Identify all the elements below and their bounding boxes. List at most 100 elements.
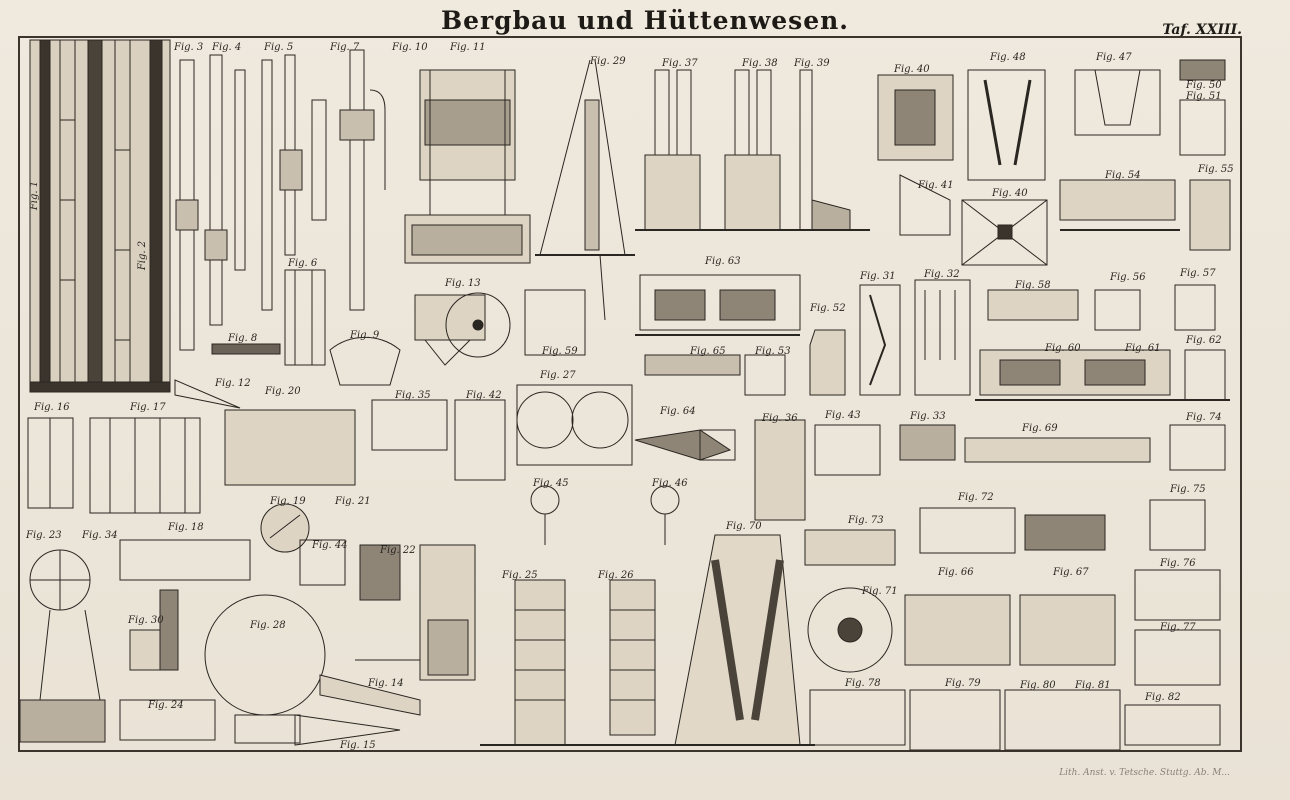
fig-8-label: Fig. 8 bbox=[228, 333, 258, 344]
large-blast-furnace bbox=[665, 534, 815, 746]
fig-61-label: Fig. 61 bbox=[1125, 343, 1161, 354]
fig-17-label: Fig. 17 bbox=[130, 402, 166, 413]
fig-72-label: Fig. 72 bbox=[958, 492, 994, 503]
fig-44-label: Fig. 44 bbox=[312, 540, 348, 551]
fig-14-label: Fig. 14 bbox=[368, 678, 404, 689]
fig-75-label: Fig. 75 bbox=[1170, 484, 1206, 495]
fig-32-label: Fig. 32 bbox=[924, 269, 960, 280]
washing-machine-illustration bbox=[404, 69, 531, 264]
fig-36-label: Fig. 36 bbox=[762, 413, 798, 424]
fig-27-label: Fig. 27 bbox=[540, 370, 576, 381]
fig-1-label: Fig. 1 bbox=[29, 180, 41, 211]
fig-18-label: Fig. 18 bbox=[168, 522, 204, 533]
fig-82-label: Fig. 82 bbox=[1145, 692, 1181, 703]
fig-29-label: Fig. 29 bbox=[590, 56, 626, 67]
fig-59-label: Fig. 59 bbox=[542, 346, 578, 357]
fig-31-label: Fig. 31 bbox=[860, 271, 896, 282]
fig-25-label: Fig. 25 bbox=[502, 570, 538, 581]
sluice-troughs bbox=[294, 674, 421, 746]
fig-77-label: Fig. 77 bbox=[1160, 622, 1196, 633]
fig-12-label: Fig. 12 bbox=[215, 378, 251, 389]
fig-6-label: Fig. 6 bbox=[288, 258, 318, 269]
fig-50-label: Fig. 50 bbox=[1186, 80, 1222, 91]
fig-11-label: Fig. 11 bbox=[450, 42, 486, 53]
lithographer-imprint: Lith. Anst. v. Tetsche. Stuttg. Ab. M... bbox=[1059, 768, 1230, 778]
fig-51-label: Fig. 51 bbox=[1186, 91, 1222, 102]
furnace-sections bbox=[877, 59, 1226, 266]
fig-4-label: Fig. 4 bbox=[212, 42, 242, 53]
fig-40b-label: Fig. 40 bbox=[992, 188, 1028, 199]
fig-60-label: Fig. 60 bbox=[1045, 343, 1081, 354]
fig-41-label: Fig. 41 bbox=[918, 180, 954, 191]
fig-21-label: Fig. 21 bbox=[335, 496, 371, 507]
fig-46-label: Fig. 46 bbox=[652, 478, 688, 489]
plate-border bbox=[18, 36, 1242, 752]
fig-52-label: Fig. 52 bbox=[810, 303, 846, 314]
fig-80-label: Fig. 80 bbox=[1020, 680, 1056, 691]
fig-9-label: Fig. 9 bbox=[350, 330, 380, 341]
ore-towers bbox=[480, 579, 665, 746]
rolling-mill bbox=[635, 274, 801, 396]
fig-65-label: Fig. 65 bbox=[690, 346, 726, 357]
fig-48-label: Fig. 48 bbox=[990, 52, 1026, 63]
fig-35-label: Fig. 35 bbox=[395, 390, 431, 401]
fig-2-label: Fig. 2 bbox=[137, 240, 149, 271]
blast-furnaces bbox=[635, 69, 870, 231]
furnace-banks bbox=[809, 569, 1221, 751]
fig-45-label: Fig. 45 bbox=[533, 478, 569, 489]
fig-81-label: Fig. 81 bbox=[1075, 680, 1111, 691]
stamp-mill-wheel bbox=[414, 289, 633, 466]
fig-70-label: Fig. 70 bbox=[726, 521, 762, 532]
fig-56-label: Fig. 56 bbox=[1110, 272, 1146, 283]
plate-number: Taf. XXIII. bbox=[1162, 22, 1242, 38]
machine-row-right bbox=[975, 284, 1230, 401]
fig-5-label: Fig. 5 bbox=[264, 42, 294, 53]
fig-63-label: Fig. 63 bbox=[705, 256, 741, 267]
plate-title: Bergbau und Hüttenwesen. bbox=[440, 6, 850, 35]
fig-57-label: Fig. 57 bbox=[1180, 268, 1216, 279]
roasting-and-engines bbox=[899, 174, 1231, 251]
fig-22-label: Fig. 22 bbox=[380, 545, 416, 556]
fig-78-label: Fig. 78 bbox=[845, 678, 881, 689]
wheel-and-boiler bbox=[19, 549, 326, 744]
fig-47-label: Fig. 47 bbox=[1096, 52, 1132, 63]
kilns bbox=[809, 279, 971, 396]
fig-73-label: Fig. 73 bbox=[848, 515, 884, 526]
middle-machinery bbox=[634, 419, 1226, 521]
fig-76-label: Fig. 76 bbox=[1160, 558, 1196, 569]
fig-71-label: Fig. 71 bbox=[862, 586, 898, 597]
fig-7-label: Fig. 7 bbox=[330, 42, 360, 53]
fig-15-label: Fig. 15 bbox=[340, 740, 376, 751]
jig-machines bbox=[27, 399, 506, 514]
fig-40-label: Fig. 40 bbox=[894, 64, 930, 75]
fig-10-label: Fig. 10 bbox=[392, 42, 428, 53]
fig-38-label: Fig. 38 bbox=[742, 58, 778, 69]
pump-assemblies bbox=[174, 49, 401, 409]
mine-shaft-illustration bbox=[29, 39, 171, 393]
fig-37-label: Fig. 37 bbox=[662, 58, 698, 69]
fig-79-label: Fig. 79 bbox=[945, 678, 981, 689]
fig-24-label: Fig. 24 bbox=[148, 700, 184, 711]
fig-42-label: Fig. 42 bbox=[466, 390, 502, 401]
fig-19-label: Fig. 19 bbox=[270, 496, 306, 507]
fig-69-label: Fig. 69 bbox=[1022, 423, 1058, 434]
fig-33-label: Fig. 33 bbox=[910, 411, 946, 422]
fig-64-label: Fig. 64 bbox=[660, 406, 696, 417]
fig-16-label: Fig. 16 bbox=[34, 402, 70, 413]
fig-67-label: Fig. 67 bbox=[1053, 567, 1089, 578]
derrick-illustration bbox=[535, 59, 635, 321]
lower-left-middle bbox=[119, 503, 476, 681]
fig-23-label: Fig. 23 bbox=[26, 530, 62, 541]
ventilators bbox=[530, 485, 680, 545]
fig-54-label: Fig. 54 bbox=[1105, 170, 1141, 181]
fig-13-label: Fig. 13 bbox=[445, 278, 481, 289]
fig-74-label: Fig. 74 bbox=[1186, 412, 1222, 423]
fig-58-label: Fig. 58 bbox=[1015, 280, 1051, 291]
fig-34-label: Fig. 34 bbox=[82, 530, 118, 541]
fig-20-label: Fig. 20 bbox=[265, 386, 301, 397]
fig-39-label: Fig. 39 bbox=[794, 58, 830, 69]
fig-26-label: Fig. 26 bbox=[598, 570, 634, 581]
fig-30-label: Fig. 30 bbox=[128, 615, 164, 626]
